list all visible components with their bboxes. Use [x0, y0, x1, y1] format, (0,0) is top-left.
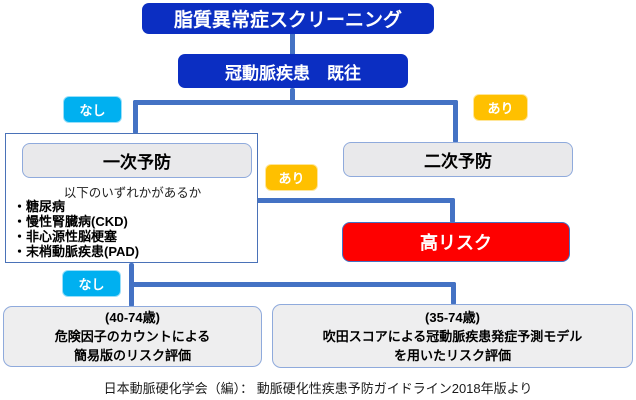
screening-title-label: 脂質異常症スクリーニング	[173, 10, 402, 31]
condition-ckd: ・慢性腎臓病(CKD)	[13, 214, 128, 229]
connector-bottom-right-vertical	[451, 282, 456, 305]
high-risk-box: 高リスク	[342, 222, 570, 262]
primary-question-text: 以下のいずれかがあるか	[63, 186, 202, 200]
primary-prevention-heading-box: 一次予防	[22, 143, 252, 178]
connector-bottom-horizontal	[129, 282, 456, 287]
condition-stroke: ・非心源性脳梗塞	[13, 229, 118, 244]
branch-label-yes-mid: あり	[265, 164, 318, 191]
suita-risk-assessment-box: (35-74歳) 吹田スコアによる冠動脈疾患発症予測モデル を用いたリスク評価	[272, 304, 633, 368]
condition-pad: ・末梢動脈疾患(PAD)	[13, 244, 140, 259]
branch-label-no-bottom: なし	[62, 270, 121, 297]
source-caption: 日本動脈硬化学会（編）： 動脈硬化性疾患予防ガイドライン2018年版より	[103, 381, 533, 396]
simple-risk-assessment-box: (40-74歳) 危険因子のカウントによる 簡易版のリスク評価	[3, 306, 262, 367]
high-risk-label: 高リスク	[420, 233, 492, 253]
connector-mid-to-highrisk	[450, 198, 455, 223]
primary-prevention-container: 一次予防 以下のいずれかがあるか ・糖尿病 ・慢性腎臓病(CKD) ・非心源性脳…	[5, 133, 258, 263]
cad-history-box: 冠動脈疾患 既往	[178, 54, 408, 88]
branch-label-no-left: なし	[63, 96, 122, 123]
simple-age-range: (40-74歳)	[105, 310, 160, 325]
connector-branch-horizontal	[133, 100, 458, 105]
branch-label-yes-right: あり	[473, 94, 528, 121]
suita-line3: を用いたリスク評価	[393, 347, 511, 363]
cad-history-label: 冠動脈疾患 既往	[225, 63, 361, 83]
secondary-prevention-box: 二次予防	[343, 142, 573, 177]
no-left-text: なし	[79, 103, 106, 118]
condition-diabetes: ・糖尿病	[13, 199, 66, 214]
yes-mid-text: あり	[278, 171, 305, 186]
no-bottom-text: なし	[78, 277, 105, 292]
suita-age-range: (35-74歳)	[425, 309, 480, 325]
suita-line2: 吹田スコアによる冠動脈疾患発症予測モデル	[322, 328, 583, 344]
connector-cad-to-branch	[290, 88, 295, 102]
secondary-prevention-label: 二次予防	[424, 152, 492, 171]
primary-prevention-label: 一次予防	[103, 153, 171, 172]
connector-branch-right-vertical	[453, 100, 458, 143]
screening-title-box: 脂質異常症スクリーニング	[142, 3, 434, 34]
simple-line2: 危険因子のカウントによる	[54, 329, 211, 344]
connector-title-to-cad	[290, 32, 295, 56]
connector-mid-horizontal	[256, 198, 455, 203]
simple-line3: 簡易版のリスク評価	[73, 348, 191, 363]
yes-right-text: あり	[487, 101, 514, 116]
connector-branch-left-vertical	[133, 100, 138, 134]
